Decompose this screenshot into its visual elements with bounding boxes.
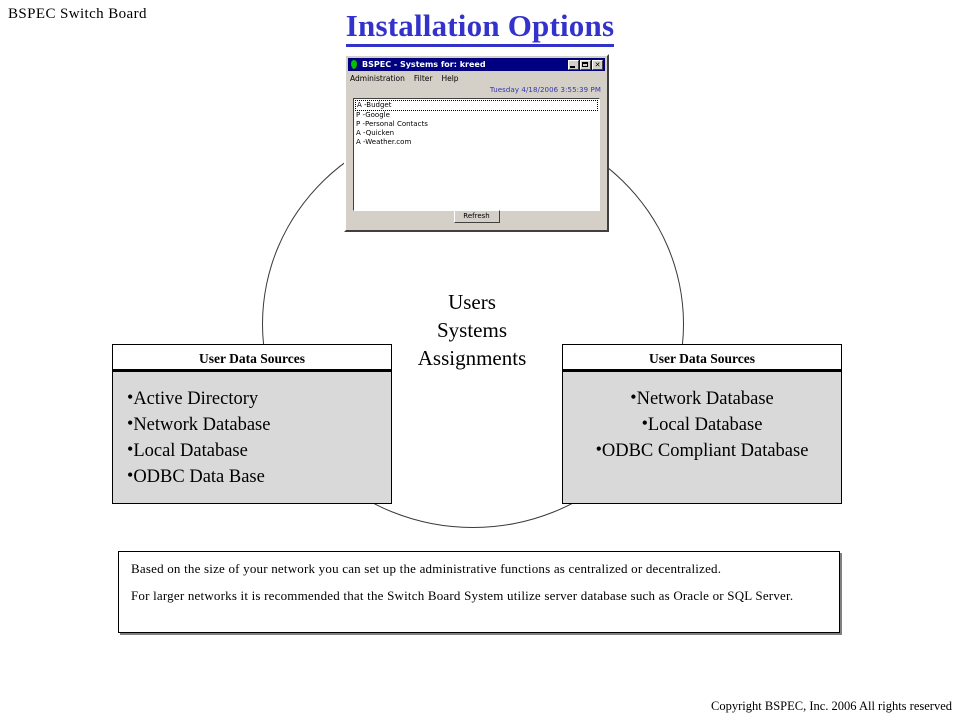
note-paragraph-2: For larger networks it is recommended th… bbox=[131, 588, 794, 603]
data-source-list-left: •Active Directory •Network Database •Loc… bbox=[113, 385, 391, 489]
list-item: •Network Database bbox=[127, 411, 391, 437]
circle-line-users: Users bbox=[448, 290, 496, 314]
menu-item-help[interactable]: Help bbox=[441, 74, 459, 83]
circle-center-text: Users Systems Assignments bbox=[396, 288, 548, 372]
list-item: •ODBC Compliant Database bbox=[563, 437, 841, 463]
refresh-button[interactable]: Refresh bbox=[453, 210, 500, 223]
list-item-label: Local Database bbox=[133, 441, 248, 461]
user-data-sources-box-left: User Data Sources •Active Directory •Net… bbox=[112, 344, 392, 504]
list-item-label: Active Directory bbox=[133, 389, 259, 409]
bullet-icon: • bbox=[127, 439, 134, 459]
bullet-icon: • bbox=[595, 439, 602, 459]
bullet-icon: • bbox=[127, 387, 134, 407]
data-source-list-right: •Network Database •Local Database •ODBC … bbox=[563, 385, 841, 463]
list-item[interactable]: A -Weather.com bbox=[356, 138, 412, 146]
window-title: BSPEC - Systems for: kreed bbox=[362, 60, 486, 69]
minimize-icon[interactable] bbox=[568, 59, 579, 70]
note-box: Based on the size of your network you ca… bbox=[118, 551, 840, 633]
bspec-application-window: BSPEC - Systems for: kreed ✕ Administrat… bbox=[344, 54, 609, 232]
bullet-icon: • bbox=[127, 465, 134, 485]
circle-line-assignments: Assignments bbox=[417, 346, 527, 370]
bullet-icon: • bbox=[641, 413, 648, 433]
page-title-text: Installation Options bbox=[345, 8, 615, 47]
close-icon[interactable]: ✕ bbox=[592, 59, 603, 70]
green-leaf-icon bbox=[350, 60, 359, 69]
list-item-label: Local Database bbox=[647, 415, 763, 435]
list-item-label: ODBC Compliant Database bbox=[601, 441, 809, 461]
list-item[interactable]: A -Budget bbox=[355, 100, 598, 111]
list-item-label: Network Database bbox=[133, 415, 271, 435]
list-item: •ODBC Data Base bbox=[127, 463, 391, 489]
list-item: •Local Database bbox=[127, 437, 391, 463]
copyright-footer: Copyright BSPEC, Inc. 2006 All rights re… bbox=[711, 699, 952, 713]
list-item: •Local Database bbox=[563, 411, 841, 437]
box-header-left: User Data Sources bbox=[113, 345, 391, 372]
page-title: Installation Options bbox=[0, 8, 960, 47]
maximize-icon[interactable] bbox=[580, 59, 591, 70]
list-item-label: ODBC Data Base bbox=[133, 467, 265, 487]
note-paragraph-1: Based on the size of your network you ca… bbox=[131, 561, 722, 576]
window-menubar: Administration Filter Help bbox=[350, 74, 459, 83]
circle-line-systems: Systems bbox=[436, 318, 507, 342]
bullet-icon: • bbox=[127, 413, 134, 433]
box-body-right: •Network Database •Local Database •ODBC … bbox=[563, 372, 841, 503]
datetime-display: Tuesday 4/18/2006 3:55:39 PM bbox=[489, 86, 601, 94]
list-item[interactable]: P -Google bbox=[356, 111, 390, 119]
user-data-sources-box-right: User Data Sources •Network Database •Loc… bbox=[562, 344, 842, 504]
box-body-left: •Active Directory •Network Database •Loc… bbox=[113, 372, 391, 503]
slide-label: BSPEC Switch Board bbox=[8, 6, 147, 22]
list-item: •Active Directory bbox=[127, 385, 391, 411]
menu-item-filter[interactable]: Filter bbox=[413, 74, 433, 83]
list-item: •Network Database bbox=[563, 385, 841, 411]
list-item[interactable]: A -Quicken bbox=[356, 129, 395, 137]
box-header-right: User Data Sources bbox=[563, 345, 841, 372]
window-titlebar: BSPEC - Systems for: kreed ✕ bbox=[348, 58, 605, 71]
list-item[interactable]: P -Personal Contacts bbox=[356, 120, 428, 128]
menu-item-administration[interactable]: Administration bbox=[350, 74, 405, 83]
systems-listbox[interactable]: A -Budget P -Google P -Personal Contacts… bbox=[353, 98, 600, 211]
list-item-label: Network Database bbox=[636, 389, 774, 409]
bullet-icon: • bbox=[630, 387, 637, 407]
